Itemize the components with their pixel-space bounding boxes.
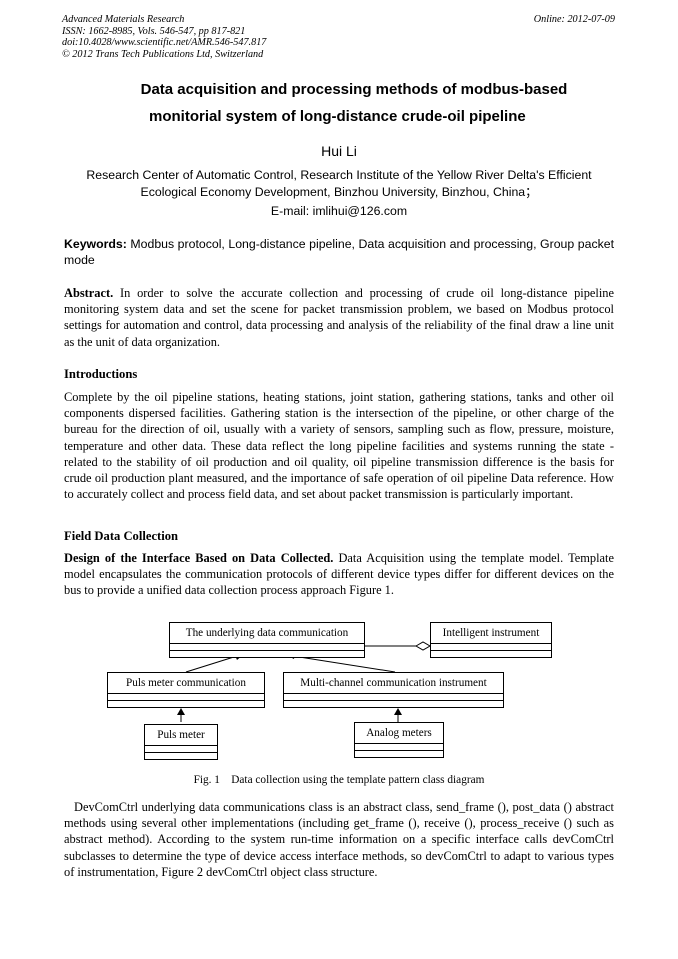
- abstract-text: In order to solve the accurate collectio…: [64, 286, 614, 349]
- keywords-text: Modbus protocol, Long-distance pipeline,…: [64, 237, 614, 267]
- class-box-puls-meter-communication: Puls meter communication: [107, 672, 265, 708]
- introductions-paragraph: Complete by the oil pipeline stations, h…: [64, 390, 614, 502]
- class-attributes: [145, 746, 217, 753]
- class-attributes: [355, 744, 443, 751]
- class-box-puls-meter: Puls meter: [144, 724, 218, 760]
- class-name: Puls meter communication: [108, 673, 264, 694]
- class-methods: [355, 751, 443, 757]
- design-subheading: Design of the Interface Based on Data Co…: [64, 551, 334, 565]
- inherit-arrow-analog: [394, 708, 402, 715]
- section-heading-field-data: Field Data Collection: [64, 529, 179, 543]
- class-name: Intelligent instrument: [431, 623, 551, 644]
- class-attributes: [284, 694, 503, 701]
- class-attributes: [170, 644, 364, 651]
- design-text: Data Acquisition using the template mode…: [64, 551, 614, 598]
- devcomctrl-paragraph: DevComCtrl underlying data communication…: [64, 800, 614, 879]
- aggregation-diamond: [414, 641, 432, 651]
- class-box-analog-meters: Analog meters: [354, 722, 444, 758]
- inherit-arrow-puls: [177, 708, 185, 715]
- abstract: Abstract. In order to solve the accurate…: [64, 285, 614, 350]
- section-heading-introductions: Introductions: [64, 367, 138, 381]
- design-paragraph: Design of the Interface Based on Data Co…: [64, 550, 614, 599]
- figure-caption: Fig. 1 Data collection using the templat…: [193, 774, 485, 786]
- paper-title-line2: monitorial system of long-distance crude…: [149, 108, 526, 125]
- class-name: Multi-channel communication instrument: [284, 673, 503, 694]
- inherit-line-multi: [292, 655, 396, 673]
- affiliation: Research Center of Automatic Control, Re…: [86, 168, 592, 199]
- abstract-label: Abstract.: [64, 286, 114, 300]
- class-methods: [145, 753, 217, 759]
- class-name: The underlying data communication: [170, 623, 364, 644]
- copyright: © 2012 Trans Tech Publications Ltd, Swit…: [62, 48, 264, 60]
- class-methods: [284, 701, 503, 707]
- email: E-mail: imlihui@126.com: [270, 204, 408, 218]
- doi: doi:10.4028/www.scientific.net/AMR.546-5…: [62, 37, 267, 49]
- class-box-underlying-communication: The underlying data communication: [169, 622, 365, 658]
- class-attributes: [108, 694, 264, 701]
- class-methods: [108, 701, 264, 707]
- class-methods: [431, 651, 551, 657]
- journal-header: Advanced Materials Research ISSN: 1662-8…: [62, 14, 266, 60]
- class-box-multi-channel: Multi-channel communication instrument: [283, 672, 504, 708]
- keywords: Keywords: Modbus protocol, Long-distance…: [64, 236, 614, 268]
- class-attributes: [431, 644, 551, 651]
- keywords-label: Keywords:: [64, 237, 127, 251]
- author: Hui Li: [321, 143, 357, 159]
- class-box-intelligent-instrument: Intelligent instrument: [430, 622, 552, 658]
- journal-name: Advanced Materials Research: [62, 14, 185, 25]
- class-name: Analog meters: [355, 723, 443, 744]
- class-name: Puls meter: [145, 725, 217, 746]
- paper-title-line1: Data acquisition and processing methods …: [140, 81, 568, 98]
- class-methods: [170, 651, 364, 657]
- online-date: Online: 2012-07-09: [533, 14, 615, 25]
- inherit-line-puls-comm: [185, 655, 238, 673]
- issn: ISSN: 1662-8985, Vols. 546-547, pp 817-8…: [62, 25, 246, 37]
